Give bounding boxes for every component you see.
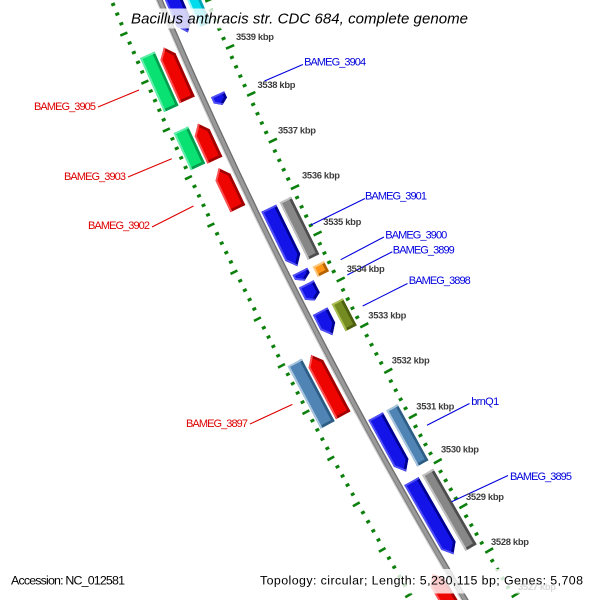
svg-text:BAMEG_3901: BAMEG_3901	[365, 191, 427, 203]
svg-text:3535 kbp: 3535 kbp	[323, 216, 361, 227]
svg-text:3534 kbp: 3534 kbp	[347, 263, 385, 274]
svg-text:Accession: NC_012581: Accession: NC_012581	[11, 574, 125, 588]
svg-text:BAMEG_3898: BAMEG_3898	[409, 275, 471, 287]
svg-text:BAMEG_3904: BAMEG_3904	[304, 56, 366, 68]
svg-text:BAMEG_3902: BAMEG_3902	[88, 220, 150, 232]
svg-text:3538 kbp: 3538 kbp	[258, 79, 296, 90]
svg-text:3537 kbp: 3537 kbp	[278, 125, 316, 136]
svg-text:3539 kbp: 3539 kbp	[236, 31, 274, 42]
svg-text:3536 kbp: 3536 kbp	[302, 170, 340, 181]
svg-text:3529 kbp: 3529 kbp	[466, 491, 504, 502]
svg-text:Bacillus anthracis str. CDC 68: Bacillus anthracis str. CDC 684, complet…	[131, 11, 468, 28]
svg-text:BAMEG_3903: BAMEG_3903	[64, 171, 126, 183]
svg-text:3530 kbp: 3530 kbp	[441, 444, 479, 455]
svg-text:brnQ1: brnQ1	[471, 396, 499, 408]
svg-text:3531 kbp: 3531 kbp	[416, 401, 454, 412]
svg-text:BAMEG_3899: BAMEG_3899	[393, 245, 455, 257]
svg-text:BAMEG_3905: BAMEG_3905	[34, 101, 96, 113]
svg-text:BAMEG_3900: BAMEG_3900	[385, 230, 447, 242]
svg-text:3532 kbp: 3532 kbp	[392, 355, 430, 366]
svg-text:3533 kbp: 3533 kbp	[368, 309, 406, 320]
svg-text:BAMEG_3897: BAMEG_3897	[186, 418, 248, 430]
svg-text:3528 kbp: 3528 kbp	[491, 536, 529, 547]
svg-text:Topology: circular; Length: 5,: Topology: circular; Length: 5,230,115 bp…	[260, 574, 583, 588]
svg-text:BAMEG_3895: BAMEG_3895	[510, 471, 572, 483]
